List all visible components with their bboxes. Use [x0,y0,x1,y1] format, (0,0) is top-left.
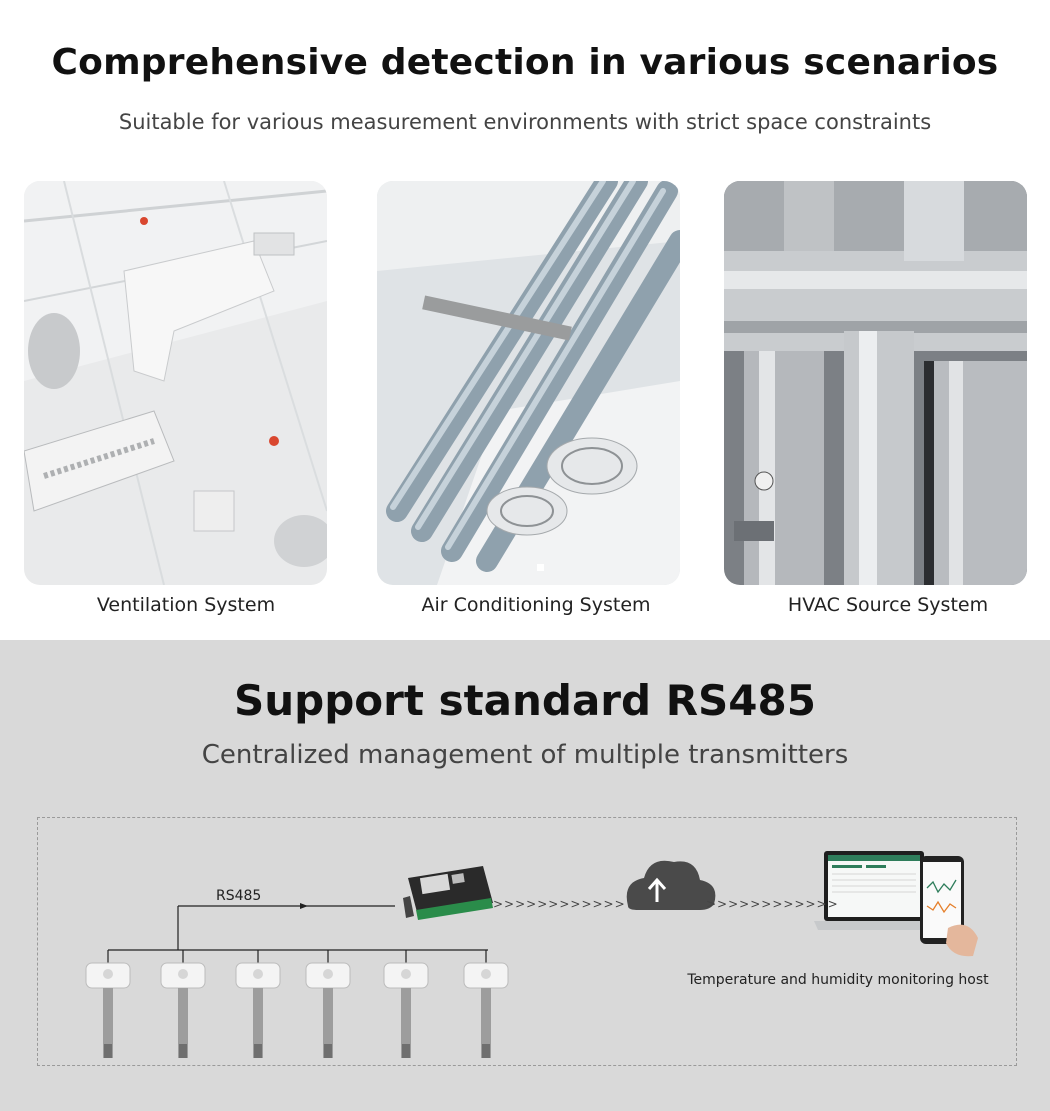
rs485-subtitle: Centralized management of multiple trans… [201,740,849,770]
ventilation-caption: Ventilation System [96,594,276,616]
section-title: Comprehensive detection in various scena… [51,42,999,83]
hvac-source-photo [724,181,1027,585]
rs485-title: Support standard RS485 [234,676,816,725]
arrow-chain-collector-to-cloud: >>>>>>>>>>>> [493,897,626,911]
scenarios-section: Comprehensive detection in various scena… [24,42,1027,616]
transmitter-sensors [85,962,509,1058]
rs485-collector-device [403,866,493,920]
ventilation-photo [24,181,327,585]
cloud-icon [626,860,716,910]
rs485-bus-label: RS485 [216,888,262,904]
air-conditioning-photo [377,181,680,585]
air-conditioning-caption: Air Conditioning System [421,594,651,616]
network-diagram: RS485 >>>>>>>>>>>> >>>>>>>>>>>> Temperat… [37,817,1017,1066]
rs485-bus-lines [107,905,488,963]
bus-arrowhead [300,903,308,909]
section-subtitle: Suitable for various measurement environ… [118,110,932,134]
arrow-chain-cloud-to-host: >>>>>>>>>>>> [706,897,839,911]
network-diagram-drawing [85,851,978,1058]
smartphone-icon [920,856,978,957]
rs485-section: Support standard RS485 Centralized manag… [0,640,1050,1111]
hvac-source-caption: HVAC Source System [787,594,989,616]
laptop-icon [814,851,934,930]
monitoring-host-label: Temperature and humidity monitoring host [687,972,989,988]
